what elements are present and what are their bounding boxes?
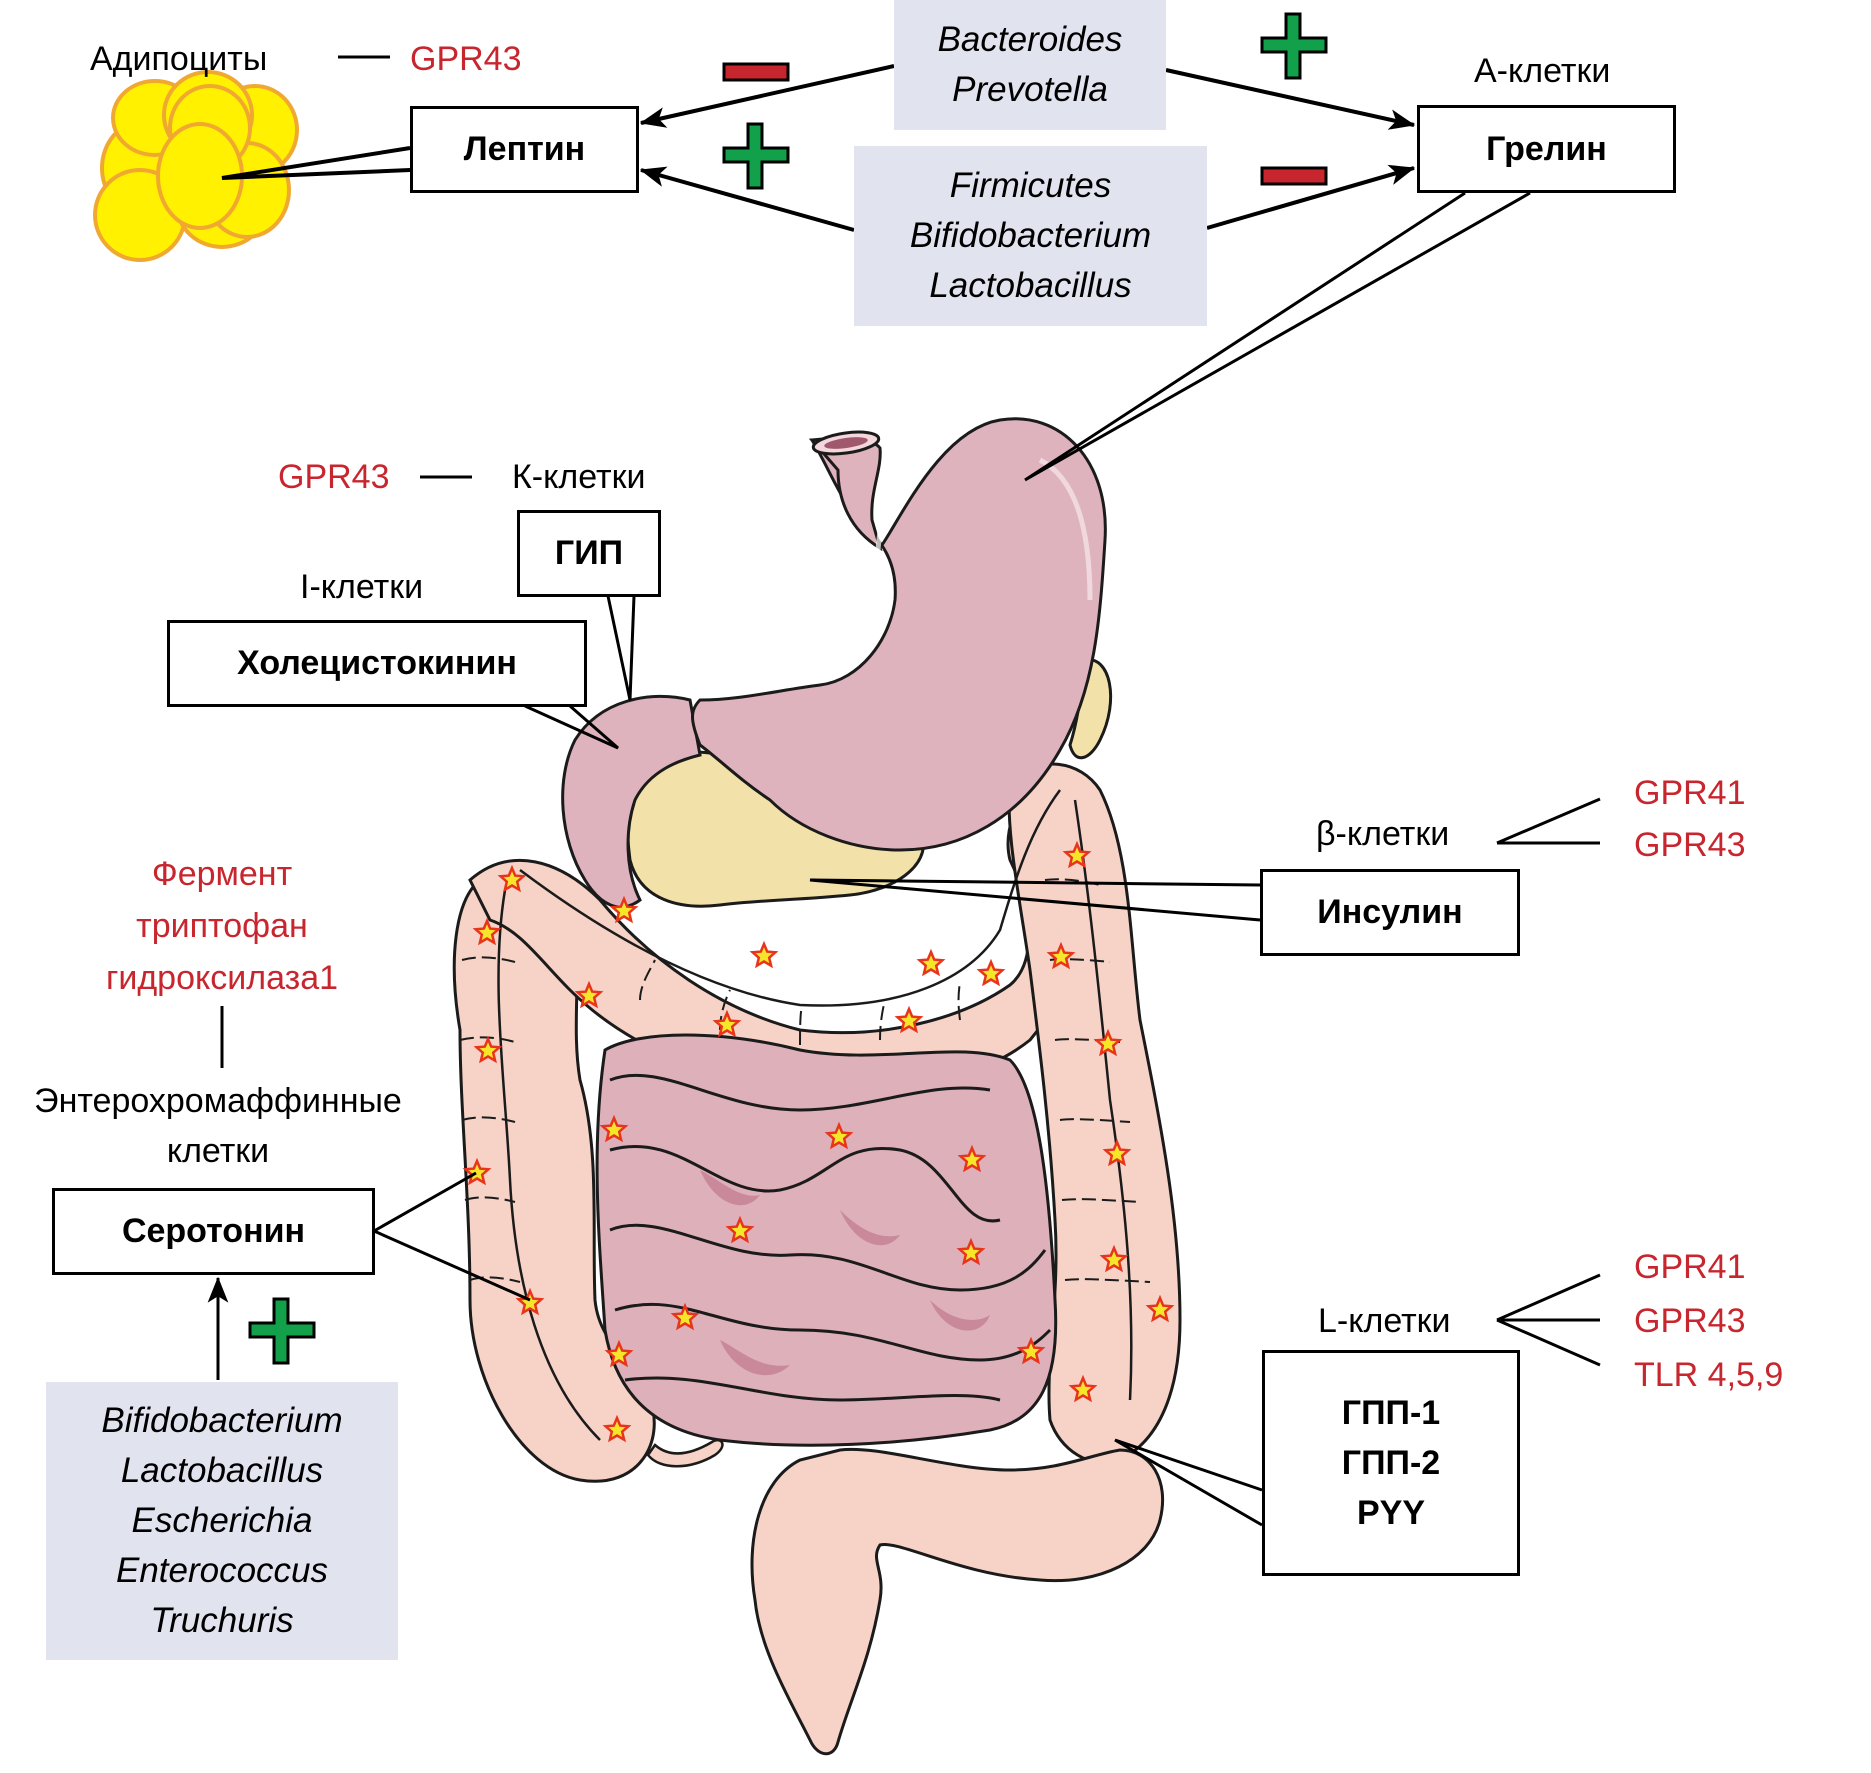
star-marker-icon	[1062, 840, 1092, 869]
arrow-group1-to-leptin	[639, 64, 895, 128]
star-marker-icon	[1099, 1244, 1129, 1273]
serotonin-label: Серотонин	[121, 1212, 306, 1251]
leptin-callout-line	[221, 146, 411, 180]
bacteria-name: Firmicutes	[949, 166, 1112, 206]
enzyme-label: Фермент триптофан гидроксилаза1	[62, 848, 382, 1004]
star-marker-icon	[956, 1237, 986, 1266]
gip-receptor-label: GPR43	[278, 458, 390, 496]
receptor-label: TLR 4,5,9	[1634, 1356, 1784, 1394]
receptor-label: GPR43	[1634, 1302, 1746, 1340]
gip-box: ГИП	[517, 510, 661, 597]
star-marker-icon	[515, 1287, 545, 1316]
star-marker-icon	[725, 1215, 755, 1244]
fat-cells-icon	[93, 70, 299, 262]
star-marker-icon	[749, 940, 779, 969]
cck-box: Холецистокинин	[167, 620, 587, 707]
star-marker-icon	[976, 958, 1006, 987]
receptor-label: GPR41	[1634, 774, 1746, 812]
bacteria-name: Bifidobacterium	[909, 216, 1152, 256]
ghrelin-label: Грелин	[1486, 129, 1607, 168]
star-marker-icon	[957, 1144, 987, 1173]
enzyme-line: гидроксилаза1	[105, 959, 339, 997]
ghrelin-box: Грелин	[1417, 105, 1676, 193]
hormone-label: PYY	[1356, 1494, 1426, 1532]
serotonin-box: Серотонин	[52, 1188, 375, 1275]
star-markers	[462, 840, 1175, 1443]
adipocytes-receptor-label: GPR43	[410, 40, 522, 78]
gip-label: ГИП	[554, 534, 624, 573]
arrow-group2-to-leptin	[639, 166, 855, 232]
hormone-label: ГПП-2	[1341, 1444, 1441, 1482]
colon	[452, 762, 1182, 1756]
star-marker-icon	[670, 1302, 700, 1331]
cck-label: Холецистокинин	[237, 644, 517, 683]
star-marker-icon	[472, 917, 502, 946]
enzyme-line: триптофан	[136, 907, 308, 945]
star-marker-icon	[609, 895, 639, 924]
leptin-box: Лептин	[410, 106, 639, 193]
serotonin-bacteria-box: Bifidobacterium Lactobacillus Escherichi…	[46, 1382, 398, 1660]
minus-icon	[1260, 166, 1328, 186]
arrow-group1-to-ghrelin	[1165, 68, 1416, 130]
l-cells-label: L-клетки	[1318, 1302, 1451, 1340]
star-marker-icon	[1016, 1336, 1046, 1365]
hormone-label: ГПП-1	[1341, 1394, 1441, 1432]
star-marker-icon	[1102, 1138, 1132, 1167]
small-intestine	[595, 1033, 1058, 1447]
bacteria-group-1-box: Bacteroides Prevotella	[894, 0, 1166, 130]
cells-line: клетки	[166, 1132, 270, 1170]
arrow-group2-to-ghrelin	[1206, 164, 1416, 230]
bacteria-name: Lactobacillus	[929, 265, 1132, 305]
receptor-label: GPR43	[1634, 826, 1746, 864]
star-marker-icon	[894, 1005, 924, 1034]
insulin-label: Инсулин	[1317, 893, 1463, 932]
pancreas	[625, 658, 1113, 908]
adipocytes-label: Адипоциты	[90, 40, 268, 78]
insulin-box: Инсулин	[1260, 869, 1520, 956]
bacteria-name: Lactobacillus	[120, 1451, 324, 1490]
i-cells-label: I-клетки	[300, 568, 424, 606]
star-marker-icon	[599, 1114, 629, 1143]
bacteria-name: Bifidobacterium	[101, 1401, 343, 1440]
beta-cells-label: β-клетки	[1316, 815, 1450, 853]
star-marker-icon	[916, 948, 946, 977]
star-marker-icon	[602, 1414, 632, 1443]
plus-icon	[1260, 12, 1328, 80]
bacteria-name: Bacteroides	[937, 20, 1123, 60]
star-marker-icon	[574, 980, 604, 1009]
enzyme-line: Фермент	[151, 855, 293, 893]
star-marker-icon	[1046, 941, 1076, 970]
receptor-label: GPR41	[1634, 1248, 1746, 1286]
callout-lines	[220, 191, 1601, 1527]
star-marker-icon	[712, 1009, 742, 1038]
minus-icon	[722, 62, 790, 82]
star-marker-icon	[824, 1121, 854, 1150]
k-cells-label: К-клетки	[512, 458, 646, 496]
enterochromaffin-cells-label: Энтерохромаффинные клетки	[0, 1076, 436, 1176]
bacteria-name: Enterococcus	[115, 1551, 329, 1590]
plus-icon	[248, 1297, 316, 1365]
stomach	[561, 417, 1107, 909]
leptin-label: Лептин	[463, 130, 586, 169]
star-marker-icon	[604, 1339, 634, 1368]
star-marker-icon	[1068, 1374, 1098, 1403]
star-marker-icon	[473, 1035, 503, 1064]
bacteria-name: Truchuris	[150, 1601, 294, 1640]
l-cell-hormones-box: ГПП-1 ГПП-2 PYY	[1262, 1350, 1520, 1576]
star-marker-icon	[497, 864, 527, 893]
plus-icon	[722, 122, 790, 190]
star-marker-icon	[1093, 1028, 1123, 1057]
a-cells-label: А-клетки	[1474, 52, 1611, 90]
bacteria-name: Prevotella	[952, 70, 1108, 109]
cells-line: Энтерохромаффинные	[34, 1082, 402, 1120]
bacteria-name: Escherichia	[131, 1501, 313, 1540]
bacteria-group-2-box: Firmicutes Bifidobacterium Lactobacillus	[854, 146, 1207, 326]
star-marker-icon	[1145, 1294, 1175, 1323]
